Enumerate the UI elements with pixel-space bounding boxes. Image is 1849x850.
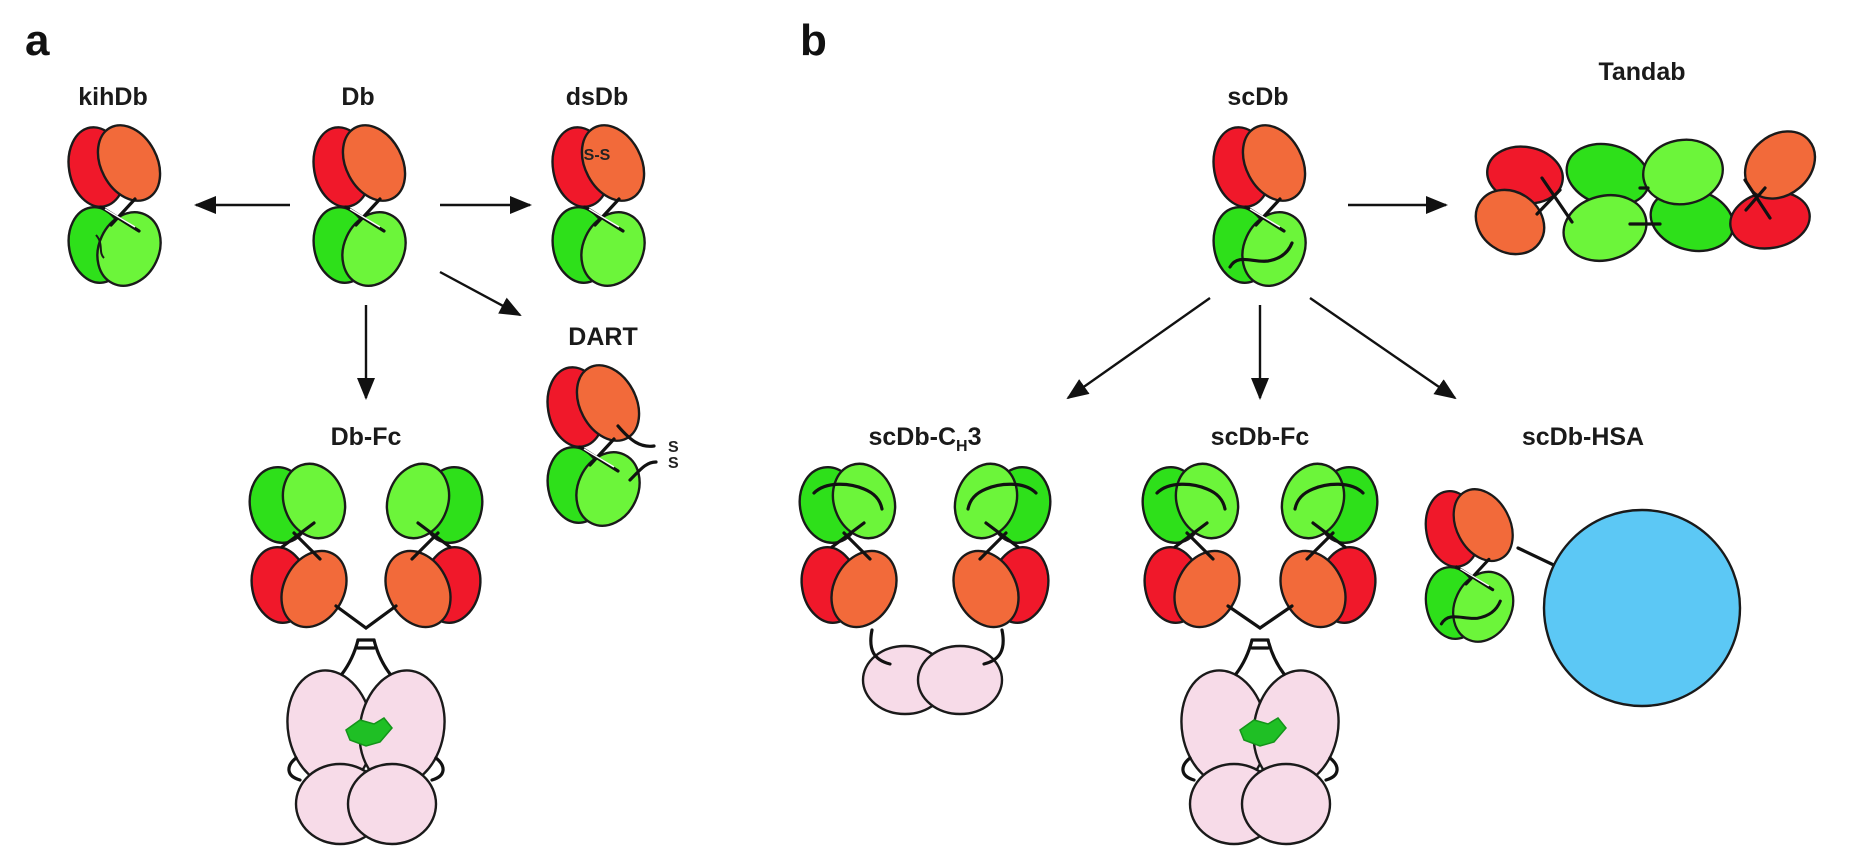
label-scdb-fc: scDb-Fc bbox=[1211, 423, 1310, 451]
s-lower-label: S bbox=[668, 455, 679, 472]
label-db-fc: Db-Fc bbox=[331, 423, 402, 451]
arrow-scdb-to-scdb-ch3 bbox=[1066, 297, 1211, 400]
panel-b-label: b bbox=[800, 16, 827, 65]
panel-a-label: a bbox=[25, 16, 50, 65]
molecule-scdb-ch3 bbox=[794, 455, 1056, 716]
arrow-scdb-to-scdb-hsa bbox=[1309, 297, 1457, 400]
disulfide-label: S-S bbox=[584, 147, 611, 164]
molecule-dart: S S bbox=[539, 352, 679, 538]
molecule-dsdb: S-S bbox=[544, 112, 659, 298]
label-kihdb: kihDb bbox=[78, 83, 147, 111]
molecule-db-fc bbox=[242, 453, 490, 846]
label-scdb: scDb bbox=[1227, 83, 1288, 111]
label-scdb-ch3: scDb-CH3 bbox=[869, 423, 982, 455]
label-scdb-hsa: scDb-HSA bbox=[1522, 423, 1644, 451]
label-dart: DART bbox=[568, 323, 637, 351]
molecule-kihdb bbox=[60, 112, 175, 298]
hsa-domain bbox=[1542, 508, 1742, 708]
s-upper-label: S bbox=[668, 439, 679, 456]
arrow-db-to-dart bbox=[439, 270, 522, 317]
label-db: Db bbox=[341, 83, 374, 111]
molecule-db bbox=[305, 112, 420, 298]
molecule-scdb-hsa bbox=[1420, 479, 1742, 708]
label-tandab: Tandab bbox=[1598, 58, 1685, 86]
molecule-scdb bbox=[1207, 115, 1317, 297]
molecule-scdb-fc bbox=[1137, 455, 1383, 846]
molecule-tandab bbox=[1474, 130, 1817, 262]
label-dsdb: dsDb bbox=[566, 83, 629, 111]
